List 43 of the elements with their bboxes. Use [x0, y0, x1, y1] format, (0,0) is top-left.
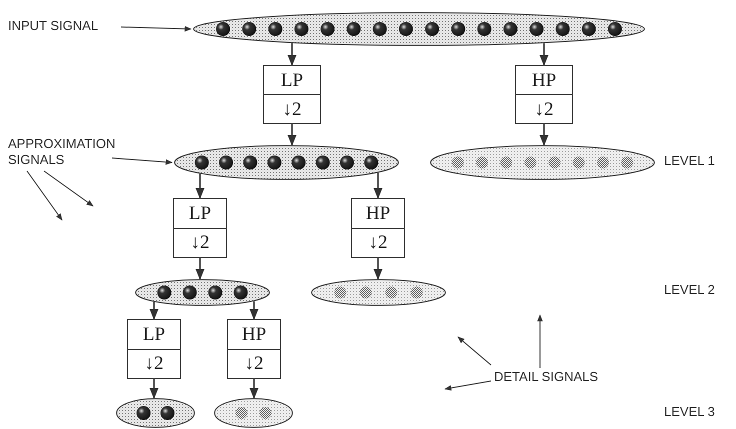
downsample-label: ↓2 — [190, 233, 210, 252]
leader-arrow — [112, 158, 173, 165]
arrow — [250, 379, 258, 400]
downsample-label: ↓2 — [282, 100, 302, 118]
leader-arrow — [537, 314, 543, 368]
filter-label: LP — [280, 70, 304, 90]
level-label: LEVEL 1 — [664, 153, 715, 169]
leader-arrow — [26, 170, 62, 221]
annotation-text: DETAIL SIGNALS — [494, 369, 600, 385]
filter-label: LP — [142, 324, 166, 344]
filter-box — [515, 65, 573, 124]
filter-label: HP — [242, 324, 266, 344]
downsample-label: ↓2 — [144, 354, 164, 374]
filter-box — [127, 319, 181, 379]
downsample-label: ↓2 — [368, 233, 388, 252]
filter-box — [227, 319, 281, 379]
arrow — [540, 43, 548, 66]
arrow — [374, 172, 382, 200]
level-label: LEVEL 3 — [664, 404, 715, 420]
filter-box — [263, 65, 321, 124]
arrow — [540, 124, 548, 146]
leader-arrow — [120, 26, 192, 32]
arrow — [196, 174, 204, 200]
level-label: LEVEL 2 — [664, 282, 715, 298]
annotation-text: APPROXIMATION SIGNALS — [8, 136, 116, 168]
arrow — [150, 379, 158, 400]
leader-arrow — [44, 170, 94, 206]
filter-label: HP — [366, 204, 390, 223]
filter-box — [173, 198, 227, 258]
arrow — [250, 301, 258, 320]
leader-arrow — [457, 336, 492, 366]
filter-box — [351, 198, 405, 258]
filter-label: LP — [188, 204, 212, 223]
filter-label: HP — [532, 70, 556, 90]
downsample-label: ↓2 — [244, 354, 264, 374]
leader-arrow — [444, 380, 492, 391]
arrow — [196, 258, 204, 280]
arrow — [374, 258, 382, 280]
arrow — [288, 124, 296, 146]
downsample-label: ↓2 — [534, 100, 554, 118]
annotation-text: INPUT SIGNAL — [8, 18, 100, 34]
arrow — [288, 43, 296, 66]
arrow — [150, 302, 158, 320]
